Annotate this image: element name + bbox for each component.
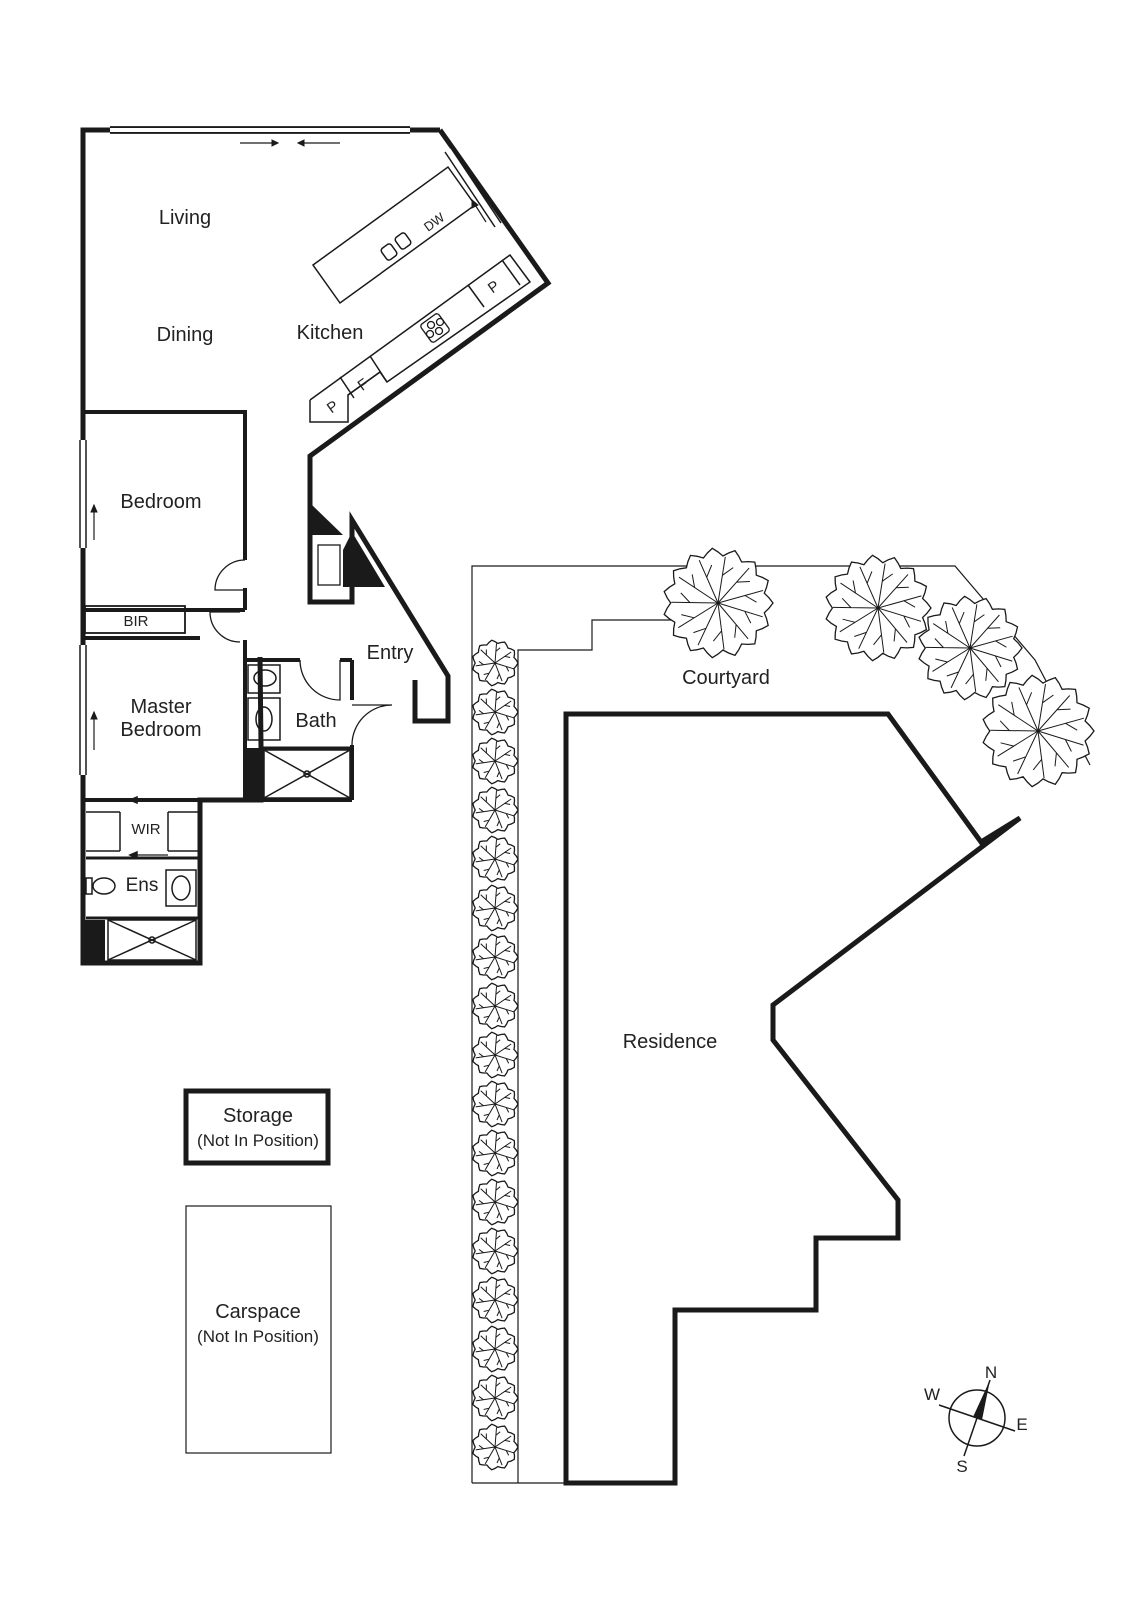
ensuite-duct (83, 920, 105, 963)
bedroom-door (214, 559, 246, 591)
bedroom-window (79, 440, 98, 548)
bedroom-walls (83, 410, 247, 612)
hedge-shrub (472, 639, 519, 687)
courtyard-tree (825, 554, 932, 662)
kitchen-bench (309, 253, 532, 423)
bath-walls (245, 658, 354, 802)
window-diagonal (444, 147, 502, 228)
hedge-shrub (472, 688, 519, 736)
bath-fixtures (247, 664, 352, 799)
fridge-label: F (355, 375, 372, 394)
area-label-courtyard: Courtyard (682, 667, 770, 689)
compass-north-pointer (973, 1380, 990, 1420)
bath-duct (245, 748, 261, 800)
storage-box (183, 1088, 331, 1166)
wir-fixtures (86, 795, 198, 860)
courtyard-trees (663, 547, 1095, 788)
hedge-shrub (472, 1227, 519, 1275)
compass-n: N (985, 1363, 997, 1382)
residence-glazing (980, 816, 1021, 844)
room-label-bir: BIR (123, 613, 148, 630)
hedge-shrub (472, 1080, 519, 1128)
pantry-label-1: P (324, 397, 342, 417)
bath-doors (299, 659, 393, 746)
room-label-ens: Ens (126, 875, 159, 896)
master-window (79, 645, 98, 775)
outer-wall-main (80, 127, 440, 966)
compass: N E S W (924, 1363, 1028, 1476)
room-label-entry: Entry (367, 642, 414, 664)
hedge-shrub (472, 933, 519, 981)
storage-note: (Not In Position) (197, 1131, 319, 1150)
hedge-shrub (472, 1423, 519, 1471)
room-label-kitchen: Kitchen (297, 322, 364, 344)
compass-needle-we (938, 1404, 1016, 1432)
dishwasher-label: DW (421, 209, 448, 234)
hedge-shrub (472, 1031, 519, 1079)
hedge-shrub (472, 982, 519, 1030)
compass-e: E (1016, 1415, 1027, 1434)
hall-duct-1 (312, 505, 343, 535)
compass-s: S (956, 1457, 967, 1476)
room-label-master-1: Master (130, 696, 191, 718)
hedge-shrub (472, 1374, 519, 1422)
hedge-shrub (472, 1325, 519, 1373)
pantry-label-2: P (485, 277, 503, 297)
hedge-shrub (472, 884, 519, 932)
residence-wall (563, 711, 1022, 1486)
hall-cupboard (317, 544, 341, 586)
room-label-dining: Dining (157, 324, 214, 346)
apartment-walls (80, 127, 552, 966)
courtyard-tree (918, 595, 1023, 701)
courtyard-tree (982, 674, 1095, 788)
hedge-shrub (472, 1178, 519, 1226)
bir-walls (84, 605, 186, 634)
hedge-shrub (472, 786, 519, 834)
hedge-shrub (472, 737, 519, 785)
hedge-shrub (472, 835, 519, 883)
room-label-bath: Bath (295, 710, 336, 732)
carspace-box (185, 1205, 332, 1454)
compass-ring (948, 1389, 1006, 1447)
storage-title: Storage (223, 1105, 293, 1127)
ensuite-fixtures (85, 869, 198, 961)
carspace-title: Carspace (215, 1301, 301, 1323)
room-label-master-2: Bedroom (120, 719, 201, 741)
area-label-residence: Residence (623, 1031, 718, 1053)
room-label-bedroom: Bedroom (120, 491, 201, 513)
hall-duct-2 (343, 532, 385, 587)
compass-w: W (924, 1385, 940, 1404)
room-label-living: Living (159, 207, 211, 229)
bir-door (209, 611, 241, 643)
cooktop-icon (420, 313, 450, 343)
window-top (110, 126, 410, 147)
hedge-row (472, 639, 519, 1471)
kitchen-island (311, 165, 477, 305)
hedge-shrub (472, 1129, 519, 1177)
carspace-note: (Not In Position) (197, 1327, 319, 1346)
room-label-wir: WIR (131, 821, 160, 838)
hedge-shrub (472, 1276, 519, 1324)
courtyard-tree (663, 547, 774, 659)
